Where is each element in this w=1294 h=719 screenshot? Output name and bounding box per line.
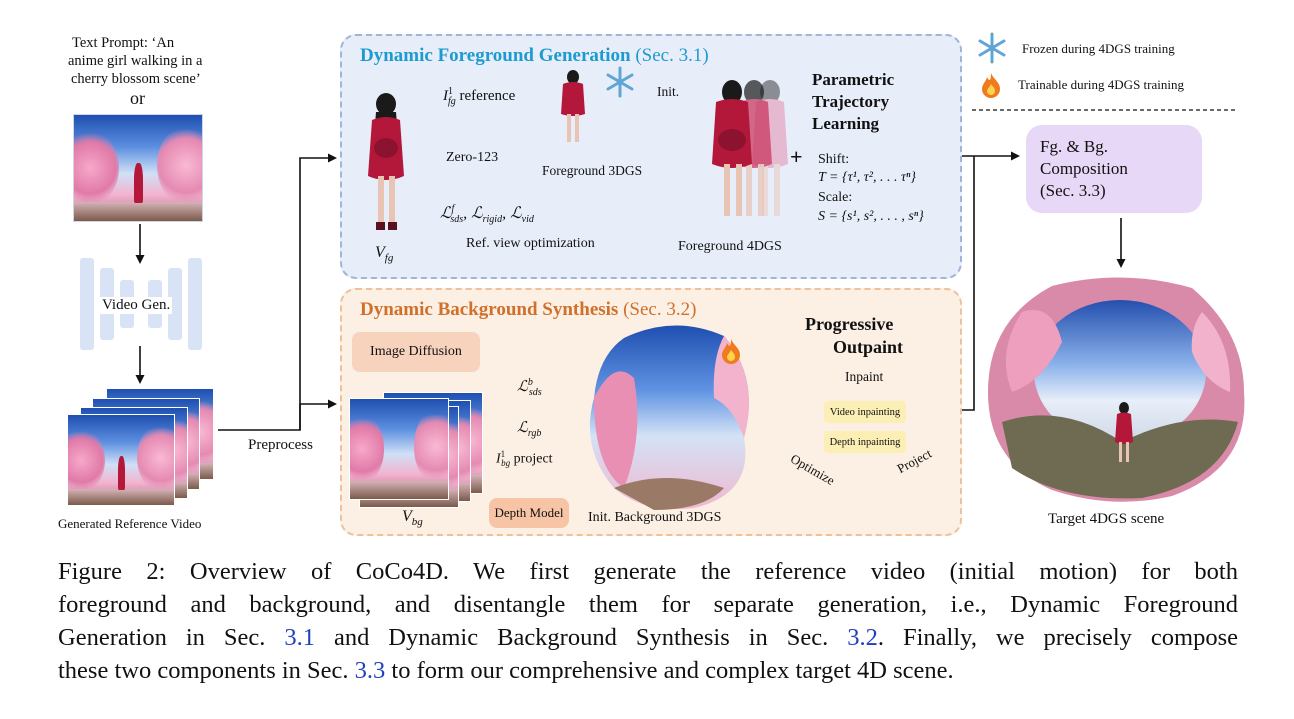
prompt-line-1: Text Prompt: ‘An — [72, 35, 175, 51]
figure-caption: Figure 2: Overview of CoCo4D. We first g… — [58, 555, 1238, 687]
v-fg-label: Vfg — [375, 244, 394, 265]
fg-loss-label: ℒfsds, ℒrigid, ℒvid — [440, 203, 534, 226]
composition-box: Fg. & Bg. Composition (Sec. 3.3) — [1026, 125, 1202, 213]
zero123-label: Zero-123 — [446, 150, 499, 165]
frozen-snowflake-icon — [606, 66, 634, 98]
ptl-line-3: Learning — [812, 114, 880, 133]
prompt-line-2: anime girl walking in a — [68, 53, 203, 69]
target-4dgs-label: Target 4DGS scene — [1048, 511, 1165, 527]
legend-trainable-label: Trainable during 4DGS training — [1018, 77, 1184, 92]
image-diffusion-box: Image Diffusion — [352, 332, 480, 372]
video-inpainting-tag: Video inpainting — [824, 401, 906, 423]
trainable-flame-icon — [722, 339, 740, 364]
caption-line-3: Generation in Sec. 3.1 and Dynamic Backg… — [58, 624, 1238, 651]
shift-equation: T = {τ¹, τ², . . . τⁿ} — [818, 170, 917, 185]
preprocess-label: Preprocess — [248, 437, 313, 453]
or-label: or — [130, 88, 145, 108]
ptl-line-2: Trajectory — [812, 92, 890, 111]
arrow-bg-to-composition — [958, 156, 975, 411]
depth-inpainting-tag: Depth inpainting — [824, 431, 906, 453]
bg-project-label: I1bg project — [496, 449, 553, 469]
caption-line-4: these two components in Sec. 3.3 to form… — [58, 657, 954, 684]
inpaint-label: Inpaint — [845, 369, 884, 384]
ref-sec-3-3[interactable]: 3.3 — [354, 657, 386, 684]
scale-label: Scale: — [818, 190, 853, 205]
fg-panel-title: Dynamic Foreground Generation (Sec. 3.1) — [360, 45, 709, 66]
depth-model-box: Depth Model — [489, 498, 569, 528]
foreground-girl-figure — [368, 93, 404, 230]
ref-label: I1fg reference — [443, 86, 516, 107]
bg-panel-title: Dynamic Background Synthesis (Sec. 3.2) — [360, 299, 697, 320]
ref-sec-3-1[interactable]: 3.1 — [284, 624, 315, 651]
po-line-1: Progressive — [805, 314, 894, 334]
reference-image — [73, 114, 203, 222]
video-gen-label: Video Gen. — [100, 297, 173, 314]
po-line-2: Outpaint — [833, 337, 904, 357]
ref-sec-3-2[interactable]: 3.2 — [847, 624, 878, 651]
prompt-line-3: cherry blossom scene’ — [71, 71, 201, 87]
foreground-4dgs-label: Foreground 4DGS — [678, 239, 782, 254]
target-4dgs-scene-figure — [988, 277, 1245, 502]
target-girl — [1115, 402, 1133, 462]
bg-loss-rgb-label: ℒrgb — [517, 420, 542, 439]
background-3dgs-figure — [589, 325, 749, 510]
legend-flame-icon — [982, 73, 1000, 98]
legend-snowflake-icon — [978, 32, 1006, 64]
dynamic-foreground-panel — [340, 34, 962, 279]
caption-line-1: Figure 2: Overview of CoCo4D. We first g… — [58, 558, 1238, 585]
init-bg-3dgs-label: Init. Background 3DGS — [588, 510, 722, 525]
foreground-3dgs-figure — [561, 70, 585, 142]
init-label: Init. — [657, 84, 680, 99]
ref-view-opt-label: Ref. view optimization — [466, 236, 595, 251]
bg-loss-sds-label: ℒbsds — [517, 377, 542, 398]
foreground-3dgs-label: Foreground 3DGS — [542, 163, 643, 178]
generated-reference-video-label: Generated Reference Video — [58, 516, 202, 531]
ptl-line-1: Parametric — [812, 70, 895, 89]
arrow-preprocess-split — [218, 153, 337, 431]
shift-label: Shift: — [818, 152, 850, 167]
plus-sign: + — [790, 144, 803, 169]
legend-frozen-label: Frozen during 4DGS training — [1022, 41, 1175, 56]
foreground-4dgs-figure — [712, 80, 788, 216]
caption-line-2: foreground and background, and disentang… — [58, 591, 1238, 618]
scale-equation: S = {s¹, s², . . . , sⁿ} — [818, 209, 924, 224]
v-bg-label: Vbg — [402, 508, 423, 529]
